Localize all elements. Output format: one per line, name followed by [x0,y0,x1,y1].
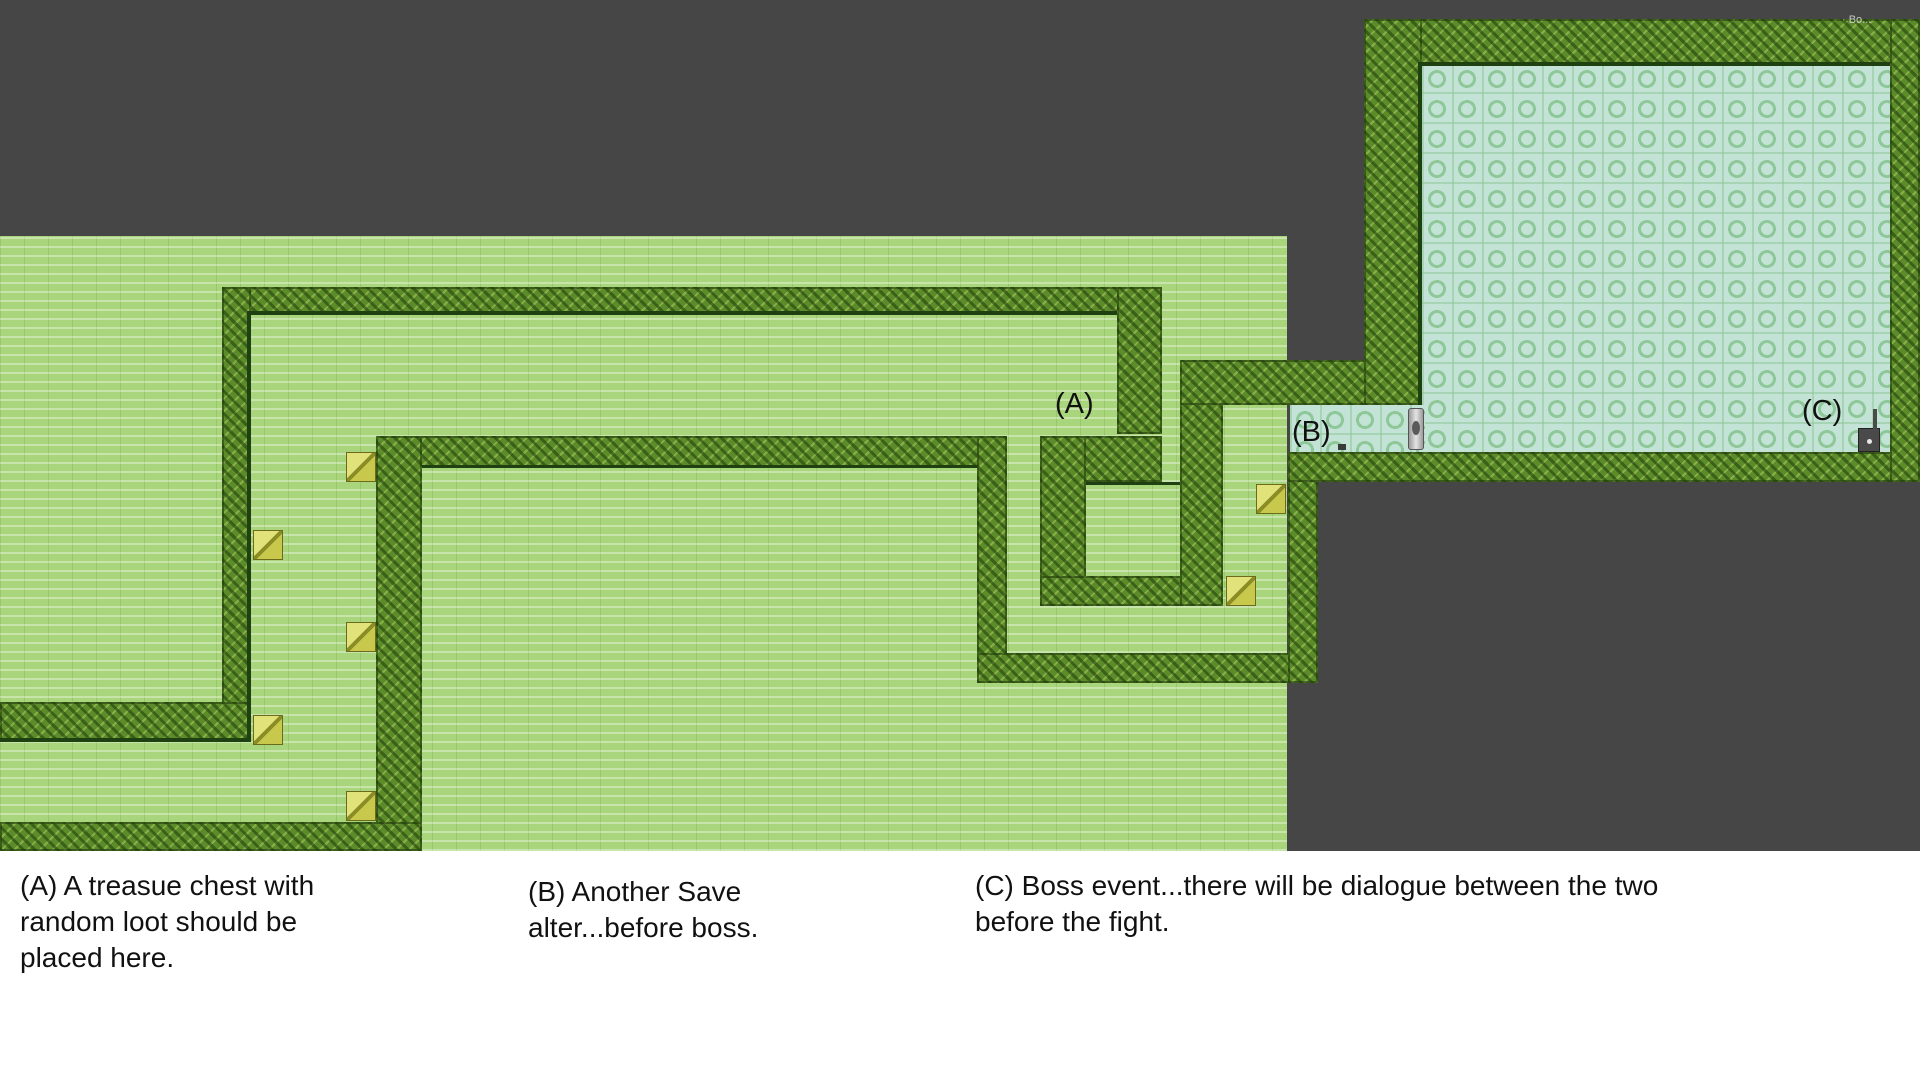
push-block [346,622,376,652]
boss-room-floor [1422,64,1890,452]
boss-npc-sprite [1858,428,1880,452]
push-block [1256,484,1286,514]
wall-segment [1890,19,1920,482]
push-block [253,715,283,745]
marker-a: (A) [1055,388,1094,421]
small-sprite [1338,444,1346,450]
wall-segment [1288,452,1920,482]
wall-segment [977,653,1318,683]
wall-edge [1422,62,1890,66]
wall-segment [1364,19,1422,405]
push-block [346,791,376,821]
wall-segment [0,822,422,851]
wall-segment [1364,19,1920,64]
wall-segment [376,436,422,851]
wall-edge [1086,482,1180,485]
wall-segment [376,436,1007,468]
wall-segment [222,287,1162,314]
save-altar-sprite [1408,408,1424,450]
wall-edge [247,311,251,742]
map-canvas: (A) (B) (C) · Bo... [0,0,1920,851]
note-b: (B) Another Save alter...before boss. [528,874,808,946]
wall-edge [1418,62,1422,405]
wall-segment [1288,452,1318,683]
note-a: (A) A treasue chest with random loot sho… [20,868,360,976]
push-block [346,452,376,482]
note-c: (C) Boss event...there will be dialogue … [975,868,1665,940]
marker-c: (C) [1802,395,1842,428]
wall-segment [0,702,251,742]
cave-floor [0,236,1287,851]
wall-segment [1117,287,1162,434]
wall-segment [977,436,1007,683]
wall-edge [422,465,977,468]
corner-tag: · Bo... [1842,14,1871,26]
push-block [253,530,283,560]
wall-edge [251,311,1117,315]
push-block [1226,576,1256,606]
marker-b: (B) [1292,416,1331,449]
wall-edge [0,738,251,742]
